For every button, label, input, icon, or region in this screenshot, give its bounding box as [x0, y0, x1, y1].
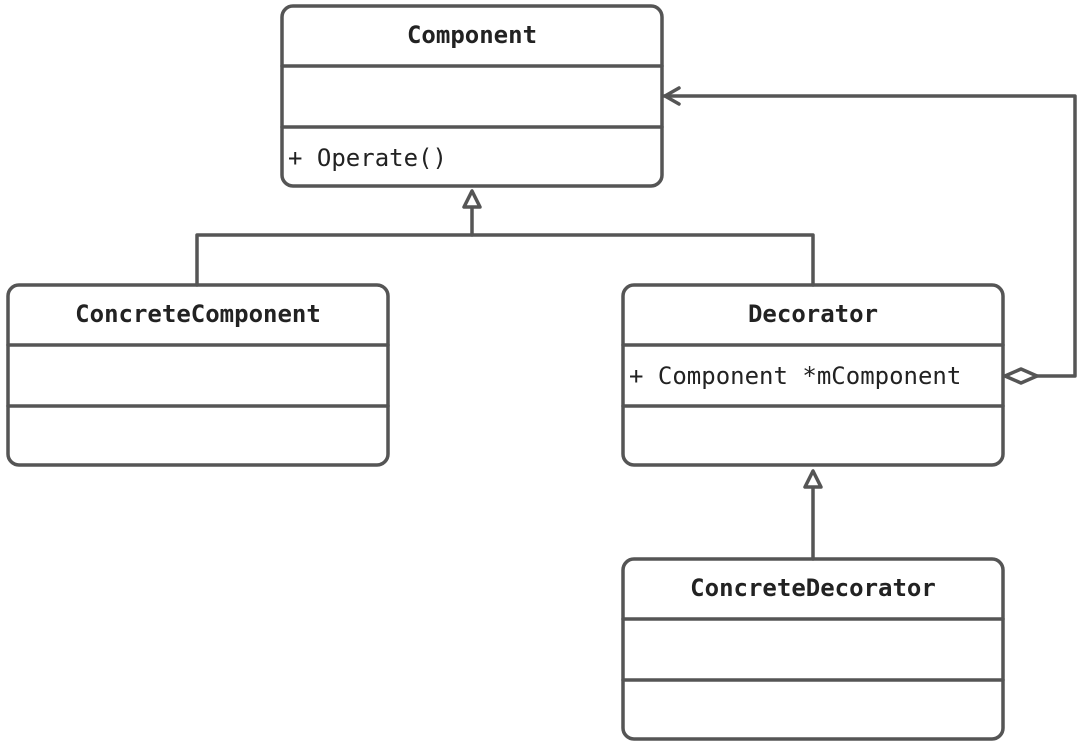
class-name-decorator: Decorator: [748, 300, 878, 328]
class-name-concrete-component: ConcreteComponent: [75, 300, 321, 328]
class-box: [280, 4, 664, 188]
class-component[interactable]: [280, 4, 664, 188]
open-arrowhead-icon: [663, 86, 681, 106]
class-name-component: Component: [407, 21, 537, 49]
hollow-diamond-icon: [1003, 367, 1039, 385]
class-concrete-component[interactable]: [6, 283, 390, 467]
attribute-mcomponent: + Component *mComponent: [629, 362, 961, 390]
generalization-to-decorator: [803, 469, 823, 561]
generalization-to-component: [195, 189, 815, 287]
aggregation-decorator-component: [662, 86, 1077, 385]
class-name-concrete-decorator: ConcreteDecorator: [690, 574, 936, 602]
hollow-triangle-arrowhead-icon: [803, 469, 823, 489]
operation-operate: + Operate(): [288, 144, 447, 172]
aggregation-connector: [662, 94, 1077, 378]
hollow-triangle-arrowhead-icon: [462, 189, 482, 209]
inheritance-connector: [195, 233, 815, 287]
